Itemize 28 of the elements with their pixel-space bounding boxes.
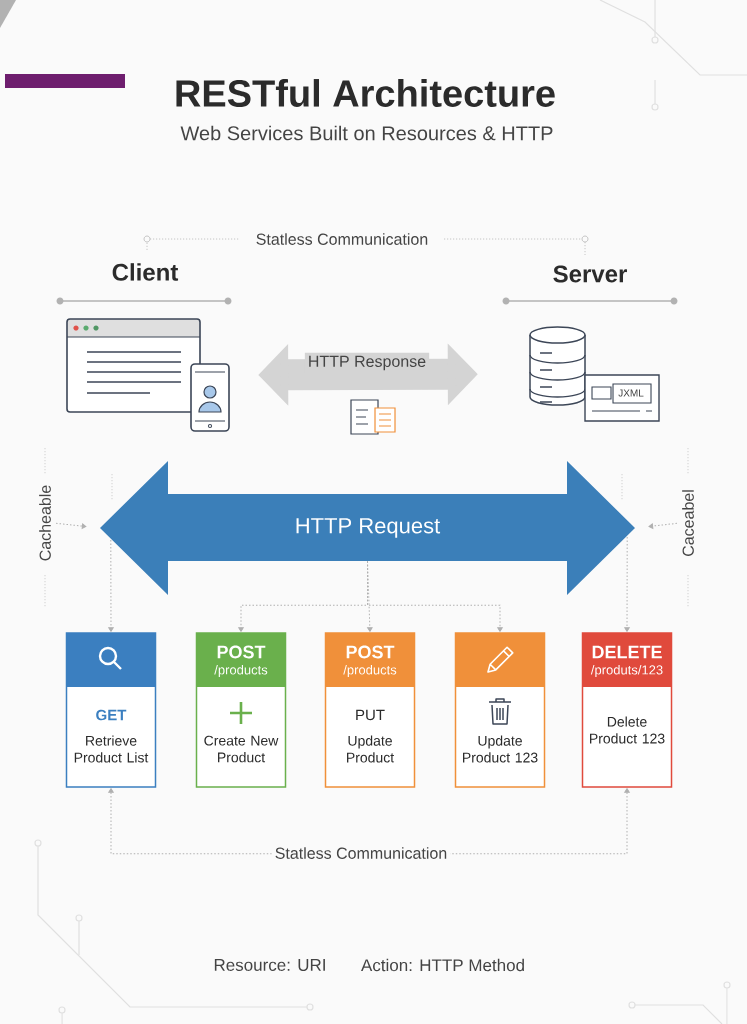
footer-text: Resource: URI	[214, 959, 325, 971]
path-label: /products	[214, 664, 268, 678]
edge-label: Statless Communication	[271, 844, 451, 862]
card-text: Create New Product	[204, 735, 279, 763]
side-label: Cacheable	[39, 485, 51, 561]
arrow	[648, 522, 678, 529]
method-label: PUT	[356, 709, 385, 721]
card-text: Update Product 123	[463, 735, 538, 763]
card-text: Update Product	[347, 735, 395, 763]
card-text: Retrieve Product List	[74, 735, 149, 763]
title: RESTful Architecture	[176, 79, 555, 107]
arrow	[367, 560, 503, 632]
subtitle: Web Services Built on Resources & HTTP	[180, 125, 553, 141]
heading: Server	[553, 265, 627, 283]
card-text: Delete Product 123	[590, 716, 665, 744]
arrow	[108, 539, 114, 632]
method-label: POST	[346, 645, 395, 659]
label-text: Statless Communication	[256, 233, 428, 245]
footer-text: Action: HTTP Method	[361, 958, 524, 972]
method-label: GET	[96, 709, 127, 721]
arrow	[624, 536, 630, 632]
path-label: /produts/123	[590, 664, 663, 678]
method-label: POST	[217, 645, 266, 659]
heading: Client	[112, 263, 179, 281]
side-label: Caceabel	[682, 490, 694, 556]
method-label: DELETE	[592, 645, 662, 659]
path-label: /products	[343, 664, 397, 678]
arrow	[55, 522, 87, 529]
